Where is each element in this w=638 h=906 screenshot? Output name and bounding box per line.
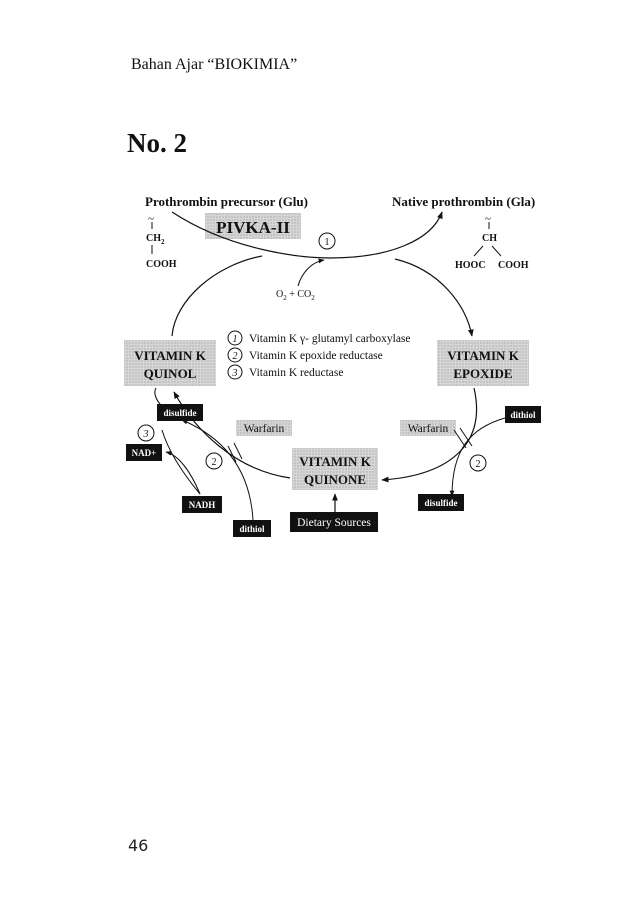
left-dithiol-disulfide-arrow: [181, 419, 254, 521]
svg-text:QUINOL: QUINOL: [144, 366, 197, 381]
dietary-sources-label: Dietary Sources: [290, 512, 378, 532]
native-prothrombin-label: Native prothrombin (Gla): [392, 194, 535, 209]
svg-text:Warfarin: Warfarin: [244, 423, 285, 435]
step-2-left-marker: 2: [205, 452, 223, 470]
native-formula: ~ CH HOOC COOH: [455, 213, 529, 271]
svg-text:Dietary Sources: Dietary Sources: [297, 517, 371, 529]
vitamin-k-quinone-box: VITAMIN K QUINONE: [292, 448, 378, 490]
svg-text:Warfarin: Warfarin: [408, 423, 449, 435]
disulfide-right-label: disulfide: [418, 494, 464, 511]
nadh-to-nad-arrow: [165, 450, 201, 495]
nadh-path: [161, 429, 201, 495]
o2-co2-label: O2 + CO2: [276, 289, 315, 302]
svg-text:Vitamin K epoxide reductase: Vitamin K epoxide reductase: [249, 350, 383, 362]
page-header: Bahan Ajar “BIOKIMIA”: [131, 56, 298, 73]
svg-text:Vitamin K γ- glutamyl carboxyl: Vitamin K γ- glutamyl carboxylase: [249, 333, 411, 345]
step-2-right-marker: 2: [469, 454, 487, 472]
epoxide-to-quinone-arrow: [381, 387, 478, 483]
svg-text:O2 + CO2: O2 + CO2: [276, 289, 315, 302]
prothrombin-precursor-label: Prothrombin precursor (Glu): [145, 194, 308, 209]
nad-plus-label: NAD+: [126, 444, 162, 461]
svg-text:2: 2: [233, 351, 238, 362]
svg-text:disulfide: disulfide: [424, 498, 457, 508]
svg-text:dithiol: dithiol: [510, 410, 536, 420]
svg-text:QUINONE: QUINONE: [304, 472, 366, 487]
svg-text:VITAMIN K: VITAMIN K: [447, 348, 520, 363]
svg-text:1: 1: [325, 237, 330, 248]
reaction-to-epoxide-arrow: [394, 258, 474, 337]
svg-text:NADH: NADH: [189, 500, 216, 510]
svg-text:CH: CH: [482, 233, 497, 244]
svg-text:COOH: COOH: [498, 260, 529, 271]
svg-text:EPOXIDE: EPOXIDE: [453, 366, 512, 381]
disulfide-left-label: disulfide: [157, 404, 203, 421]
figure-title: No. 2: [127, 128, 187, 158]
svg-text:dithiol: dithiol: [239, 524, 265, 534]
warfarin-right-label: Warfarin: [400, 420, 456, 436]
svg-text:~: ~: [148, 213, 154, 225]
dithiol-right-label: dithiol: [505, 406, 541, 423]
svg-text:1: 1: [233, 334, 238, 345]
svg-text:PIVKA-II: PIVKA-II: [216, 218, 290, 237]
svg-text:HOOC: HOOC: [455, 260, 486, 271]
page-number: 46: [128, 836, 149, 855]
warfarin-left-label: Warfarin: [236, 420, 292, 436]
svg-text:3: 3: [143, 429, 149, 440]
nadh-label: NADH: [182, 496, 222, 513]
legend-item-3: 3 Vitamin K reductase: [227, 364, 343, 380]
step-1-marker: 1: [318, 232, 336, 250]
svg-text:disulfide: disulfide: [163, 408, 196, 418]
dithiol-left-label: dithiol: [233, 520, 271, 537]
svg-text:2: 2: [212, 457, 217, 468]
svg-text:COOH: COOH: [146, 259, 177, 270]
precursor-formula: ~ CH2 COOH: [146, 213, 177, 270]
svg-text:VITAMIN K: VITAMIN K: [299, 454, 372, 469]
quinol-to-reaction-arrow: [171, 255, 263, 337]
svg-text:2: 2: [476, 459, 481, 470]
warfarin-left-block: [227, 445, 237, 463]
svg-text:CH2: CH2: [146, 233, 165, 246]
svg-text:Vitamin K reductase: Vitamin K reductase: [249, 367, 343, 379]
o2-co2-arrow: [297, 258, 325, 287]
legend-item-1: 1 Vitamin K γ- glutamyl carboxylase: [227, 330, 411, 346]
vitamin-k-epoxide-box: VITAMIN K EPOXIDE: [437, 340, 529, 386]
carboxylation-arrow: [171, 211, 443, 259]
pivka-ii-box: PIVKA-II: [205, 213, 301, 239]
vitamin-k-quinol-box: VITAMIN K QUINOL: [124, 340, 216, 386]
svg-text:VITAMIN K: VITAMIN K: [134, 348, 207, 363]
svg-text:3: 3: [232, 368, 238, 379]
step-3-marker: 3: [137, 424, 155, 442]
right-dithiol-disulfide-arrow: [449, 417, 506, 497]
legend-item-2: 2 Vitamin K epoxide reductase: [227, 347, 383, 363]
svg-text:~: ~: [485, 213, 491, 225]
svg-text:NAD+: NAD+: [132, 448, 157, 458]
enzyme-legend: 1 Vitamin K γ- glutamyl carboxylase 2 Vi…: [227, 330, 411, 380]
